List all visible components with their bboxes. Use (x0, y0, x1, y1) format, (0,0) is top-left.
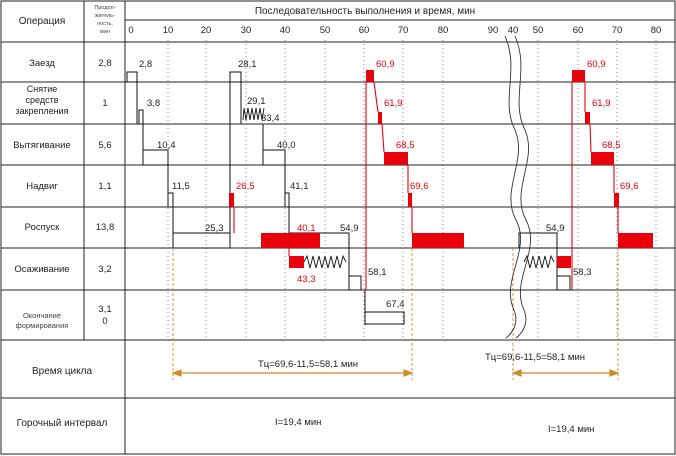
value-label: 60,9 (376, 59, 395, 70)
value-label: 41,1 (290, 181, 309, 192)
value-label: 29,1 (247, 96, 266, 107)
tick-label: 70 (612, 25, 623, 36)
header-duration-2: житель- (95, 13, 115, 19)
tick-label: 50 (320, 25, 331, 36)
operation-name: Заезд (29, 58, 55, 69)
value-label: 61,9 (592, 98, 611, 109)
header-duration-3: ность, (97, 21, 113, 27)
operation-name: Роспуск (25, 222, 60, 233)
operation-duration: 3,2 (98, 264, 111, 275)
tick-label: 70 (398, 25, 409, 36)
value-label: 61,9 (384, 98, 403, 109)
value-label: 28,1 (238, 59, 257, 70)
tick-label: 0 (128, 25, 133, 36)
operation-duration: 0 (102, 316, 107, 327)
value-label: 40,0 (277, 140, 296, 151)
cycle-label: Время цикла (32, 366, 92, 377)
operation-name: Вытягивание (13, 140, 71, 151)
header-duration-1: Продол- (94, 5, 115, 11)
value-label: 60,9 (587, 59, 606, 70)
value-label: 54,9 (546, 223, 565, 234)
value-label: 3,8 (147, 98, 160, 109)
tick-label: 80 (651, 25, 662, 36)
operation-duration: 1,1 (98, 181, 111, 192)
value-label: 43,3 (297, 274, 316, 285)
header-sequence: Последовательность выполнения и время, м… (255, 6, 475, 17)
red-blocks (229, 70, 653, 268)
operation-duration: 5,6 (98, 140, 111, 151)
operation-name: Надвиг (26, 181, 58, 192)
value-label: 2,8 (139, 59, 152, 70)
tick-label: 50 (533, 25, 544, 36)
value-label: 58,1 (368, 267, 387, 278)
value-label: 69,6 (410, 181, 429, 192)
summary-texts: Тц=69,6-11,5=58,1 мин Тц=69,6-11,5=58,1 … (258, 352, 594, 435)
operation-name: Снятие (27, 84, 58, 94)
value-label: 68,5 (396, 140, 415, 151)
header-operation: Операция (19, 16, 66, 27)
time-axis: 0 10 20 30 40 50 60 70 80 90 40 50 60 70… (128, 25, 661, 36)
value-label: 10,4 (157, 140, 176, 151)
tick-label: 40 (508, 25, 519, 36)
cycle-formula-left: Тц=69,6-11,5=58,1 мин (258, 359, 358, 370)
operation-rows: Заезд 2,8 Снятие средств закрепления 1 В… (13, 58, 114, 429)
value-label: 25,3 (205, 223, 224, 234)
header-duration-4: мин (100, 29, 110, 35)
value-label: 69,6 (620, 181, 639, 192)
schedule-lines-left (126, 71, 405, 325)
operation-duration: 3,1 (98, 304, 111, 315)
operation-name: Окончание (23, 311, 61, 320)
value-labels: 2,8 28,1 3,8 29,1 33,4 10,4 40,0 11,5 41… (139, 59, 592, 310)
tick-label: 60 (573, 25, 584, 36)
value-label: 26,5 (236, 181, 255, 192)
operation-duration: 13,8 (96, 222, 115, 233)
value-label: 54,9 (340, 223, 359, 234)
interval-value-right: I=19,4 мин (548, 424, 594, 435)
table-header: Операция Продол- житель- ность, мин Посл… (19, 5, 475, 35)
tick-label: 20 (201, 25, 212, 36)
operation-duration: 1 (102, 98, 107, 109)
red-connectors (233, 81, 619, 290)
value-label: 11,5 (172, 181, 190, 192)
value-label: 58,3 (573, 267, 592, 278)
cycle-arrows (171, 369, 620, 377)
value-label: 67,4 (386, 299, 405, 310)
operation-name: закрепления (15, 106, 68, 116)
tick-label: 60 (359, 25, 370, 36)
operation-duration: 2,8 (98, 58, 111, 69)
cycle-guides (172, 248, 619, 380)
operation-name: Осаживание (14, 264, 69, 275)
tick-label: 10 (163, 25, 174, 36)
schedule-lines-right (518, 232, 571, 291)
squeeze-springs (242, 107, 555, 269)
operation-name: средств (26, 95, 59, 105)
operation-name: формирования (16, 321, 69, 330)
value-labels-red: 60,9 61,9 68,5 26,5 69,6 40,1 43,3 60,9 … (236, 59, 639, 285)
interval-value-left: I=19,4 мин (275, 417, 321, 428)
tick-label: 80 (438, 25, 449, 36)
cycle-formula-right: Тц=69,6-11,5=58,1 мин (485, 352, 585, 363)
value-label: 33,4 (261, 113, 280, 124)
tick-label: 90 (488, 25, 499, 36)
value-label: 68,5 (602, 140, 621, 151)
interval-label: Горочный интервал (17, 418, 108, 429)
tick-label: 40 (280, 25, 291, 36)
value-label: 40,1 (297, 223, 316, 234)
scale-break (504, 35, 531, 339)
tick-label: 30 (241, 25, 252, 36)
